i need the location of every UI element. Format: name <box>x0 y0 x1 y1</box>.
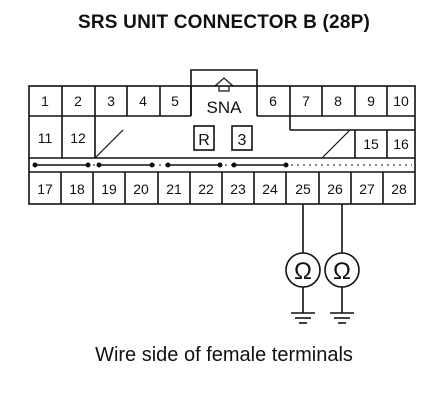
pin-12: 12 <box>70 130 86 146</box>
ohmmeter-25: Ω <box>285 252 321 288</box>
lock-label: SNA <box>207 98 243 117</box>
marker-3-box <box>231 125 253 151</box>
pin-22: 22 <box>198 181 214 197</box>
ground-icon <box>330 287 354 324</box>
marker-3: 3 <box>238 132 247 149</box>
up-arrow-icon <box>214 77 234 92</box>
ohm-icon: Ω <box>333 258 351 285</box>
pin-10: 10 <box>393 93 409 109</box>
pin-9: 9 <box>367 93 375 109</box>
pin-4: 4 <box>139 93 147 109</box>
pin-1: 1 <box>41 93 49 109</box>
diagram-caption: Wire side of female terminals <box>95 344 353 366</box>
marker-r-box <box>193 125 215 151</box>
pin-18: 18 <box>69 181 85 197</box>
pin-24: 24 <box>262 181 278 197</box>
pin-5: 5 <box>171 93 179 109</box>
pin-19: 19 <box>101 181 117 197</box>
pin-25: 25 <box>295 181 311 197</box>
diagram-title: SRS UNIT CONNECTOR B (28P) <box>78 12 370 33</box>
pin-23: 23 <box>230 181 246 197</box>
ohmmeter-26: Ω <box>324 252 360 288</box>
lock-housing <box>190 69 258 116</box>
pin-11: 11 <box>38 130 53 146</box>
marker-r: R <box>198 132 210 149</box>
pin-27: 27 <box>359 181 375 197</box>
pin-3: 3 <box>107 93 115 109</box>
pin-8: 8 <box>334 93 342 109</box>
pin-21: 21 <box>166 181 182 197</box>
pin-17: 17 <box>37 181 53 197</box>
pin-16: 16 <box>393 136 409 152</box>
pin-6: 6 <box>269 93 277 109</box>
ground-icon <box>291 287 315 324</box>
ohm-icon: Ω <box>294 258 312 285</box>
pin-2: 2 <box>74 93 82 109</box>
pin-26: 26 <box>327 181 343 197</box>
pin-15: 15 <box>363 136 379 152</box>
pin-20: 20 <box>133 181 149 197</box>
pin-7: 7 <box>302 93 310 109</box>
pin-28: 28 <box>391 181 407 197</box>
